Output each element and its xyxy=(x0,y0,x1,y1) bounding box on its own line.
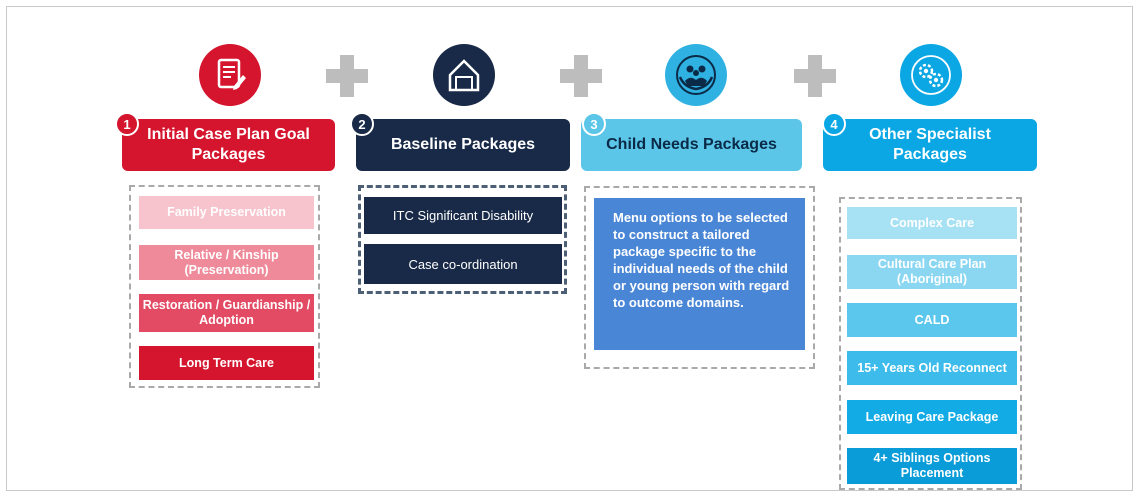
leaving-care-item: Leaving Care Package xyxy=(847,400,1017,434)
siblings-placement-item: 4+ Siblings Options Placement xyxy=(847,448,1017,484)
restoration-item: Restoration / Guardianship / Adoption xyxy=(139,294,314,332)
column-3-dashed-group xyxy=(584,186,815,369)
column-3-title: Child Needs Packages xyxy=(606,136,777,153)
itc-disability-item: ITC Significant Disability xyxy=(364,197,562,234)
house-icon xyxy=(433,44,495,106)
document-icon xyxy=(199,44,261,106)
step-2-badge: 2 xyxy=(350,112,374,136)
long-term-care-item: Long Term Care xyxy=(139,346,314,380)
complex-care-item: Complex Care xyxy=(847,207,1017,239)
step-1-badge: 1 xyxy=(115,112,139,136)
column-3-header: Child Needs Packages xyxy=(581,119,802,171)
column-4-title: Other Specialist Packages xyxy=(869,126,991,163)
plus-icon xyxy=(794,55,836,97)
reconnect-item: 15+ Years Old Reconnect xyxy=(847,351,1017,385)
column-2-header: Baseline Packages xyxy=(356,119,570,171)
family-hands-icon xyxy=(665,44,727,106)
cultural-care-plan-item: Cultural Care Plan (Aboriginal) xyxy=(847,255,1017,289)
column-1-dashed-group xyxy=(129,185,320,388)
step-4-badge: 4 xyxy=(822,112,846,136)
case-coordination-item: Case co-ordination xyxy=(364,244,562,284)
family-preservation-item: Family Preservation xyxy=(139,196,314,229)
gears-icon xyxy=(900,44,962,106)
cald-item: CALD xyxy=(847,303,1017,337)
step-3-badge: 3 xyxy=(582,112,606,136)
plus-icon xyxy=(326,55,368,97)
column-2-title: Baseline Packages xyxy=(390,136,536,153)
column-2-dashed-group xyxy=(358,185,567,294)
plus-icon xyxy=(560,55,602,97)
relative-kinship-item: Relative / Kinship (Preservation) xyxy=(139,245,314,280)
column-1-title: Initial Case Plan Goal Packages xyxy=(147,126,310,163)
column-4-header: Other Specialist Packages xyxy=(823,119,1037,171)
column-4-dashed-group xyxy=(839,197,1022,490)
child-needs-description: Menu options to be selected to construct… xyxy=(594,198,805,350)
column-1-header: Initial Case Plan Goal Packages xyxy=(122,119,335,171)
